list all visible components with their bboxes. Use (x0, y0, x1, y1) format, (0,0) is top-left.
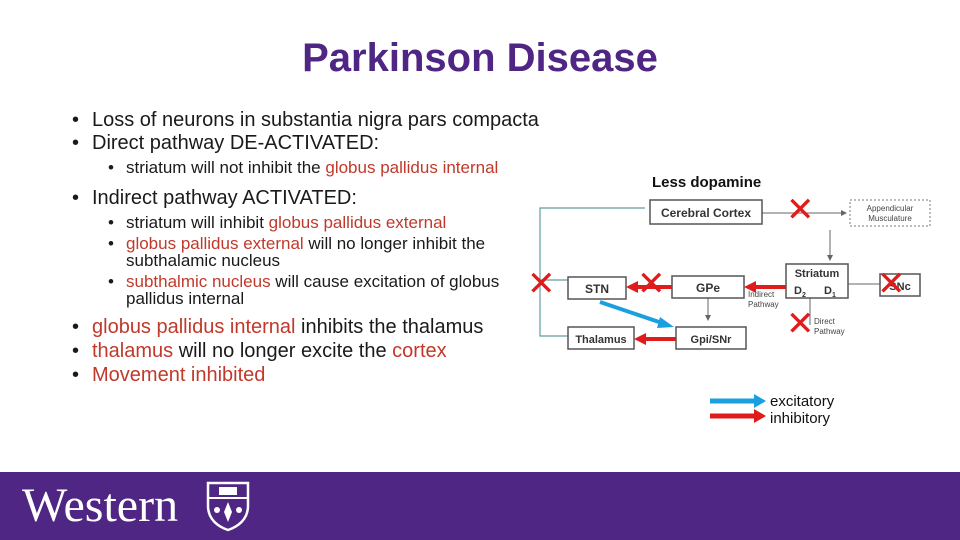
stn-box (567, 276, 627, 300)
slide-title: Parkinson Disease (302, 36, 658, 80)
bullet-highlight: globus pallidus internal (325, 158, 499, 177)
cortex-label: Cerebral Cortex (661, 206, 751, 220)
bullet-highlight: subthalmic nucleus (126, 272, 271, 291)
bullet-text: will no longer inhibit the subthalamic n… (126, 234, 486, 270)
legend-excitatory-label: excitatory (770, 393, 835, 410)
western-crest-icon (206, 481, 250, 532)
bullet-text: will no longer excite the (173, 340, 393, 362)
bullet-highlight: Movement inhibited (92, 364, 266, 386)
cortex-box (649, 199, 763, 225)
bullet-text: inhibits the thalamus (295, 316, 484, 338)
striatum-label: Striatum (795, 268, 840, 280)
thalamus-label: Thalamus (575, 334, 626, 346)
direct-pathway-label-2: Pathway (814, 327, 845, 336)
gpe-to-stn-arrowhead (626, 281, 638, 293)
bullet-direct-pathway: Direct pathway DE-ACTIVATED: (70, 133, 540, 153)
appendicular-box (849, 199, 931, 227)
gpi-to-thalamus-arrowhead (634, 333, 646, 345)
bullet-text: will cause excitation of globus pallidus… (126, 272, 500, 308)
stn-label: STN (585, 282, 609, 296)
inhibitory-legend-arrowhead (754, 409, 766, 423)
bullet-text: striatum will not inhibit the (126, 158, 326, 177)
bullet-thalamus: thalamus will no longer excite the corte… (70, 341, 540, 361)
direct-pathway-block-x-icon: ✕ (786, 304, 815, 344)
bullet-highlight: globus pallidus external (126, 234, 304, 253)
gpe-stn-block-x-icon: ✕ (637, 264, 666, 304)
subbullet-gpe: globus pallidus external will no longer … (70, 235, 540, 269)
gpe-label: GPe (696, 281, 720, 295)
cortex-block-x-icon: ✕ (786, 190, 815, 230)
stn-loop-block-x-icon: ✕ (527, 264, 556, 304)
legend-inhibitory-label: inhibitory (770, 410, 831, 427)
thalamus-to-cortex-line (539, 207, 645, 337)
western-logo-text: Western (22, 479, 179, 532)
pathway-diagram: Cerebral Cortex Appendicular Musculature… (539, 199, 931, 350)
indirect-pathway-label-2: Pathway (748, 300, 779, 309)
d1-label: D1 (824, 285, 836, 299)
bullet-list: Loss of neurons in substantia nigra pars… (70, 110, 540, 385)
subbullet-stn: subthalmic nucleus will cause excitation… (70, 273, 540, 307)
subbullet-direct-striatum: striatum will not inhibit the globus pal… (70, 159, 540, 176)
less-dopamine-label: Less dopamine (652, 174, 762, 191)
d2-label: D2 (794, 285, 806, 299)
striatum-to-gpe-arrowhead (744, 281, 756, 293)
bullet-highlight: cortex (392, 340, 447, 362)
direct-pathway-label: Direct (814, 317, 836, 326)
footer-bar: Western (0, 472, 960, 540)
bullet-loss-of-neurons: Loss of neurons in substantia nigra pars… (70, 110, 540, 130)
legend: excitatory inhibitory (770, 393, 834, 427)
snc-label: SNc (889, 281, 910, 293)
bullet-highlight: globus pallidus internal (92, 316, 296, 338)
bullet-gpi: globus pallidus internal inhibits the th… (70, 317, 540, 337)
bullet-text: striatum will inhibit (126, 213, 269, 232)
bullet-highlight: globus pallidus external (268, 213, 447, 232)
appendicular-label-1: Appendicular (867, 204, 914, 213)
snc-block-x-icon: ✕ (877, 264, 906, 304)
bullet-movement: Movement inhibited (70, 365, 540, 385)
bullet-text: Direct pathway DE-ACTIVATED: (92, 132, 380, 154)
bullet-text: Loss of neurons in substantia nigra pars… (92, 109, 539, 131)
excitatory-legend-arrowhead (754, 394, 766, 408)
snc-box (879, 273, 921, 297)
appendicular-label-2: Musculature (868, 214, 912, 223)
stn-to-gpi-excitatory-arrow (599, 300, 663, 325)
bullet-indirect-pathway: Indirect pathway ACTIVATED: (70, 188, 540, 208)
thalamus-box (567, 326, 635, 350)
indirect-pathway-label: Indirect (748, 290, 775, 299)
bullet-text: Indirect pathway ACTIVATED: (92, 187, 357, 209)
legend-arrows (710, 394, 766, 423)
subbullet-indirect-striatum: striatum will inhibit globus pallidus ex… (70, 214, 540, 231)
gpi-label: Gpi/SNr (691, 334, 733, 346)
striatum-box (785, 263, 849, 299)
stn-to-gpi-arrowhead (657, 317, 674, 328)
bullet-highlight: thalamus (92, 340, 174, 362)
